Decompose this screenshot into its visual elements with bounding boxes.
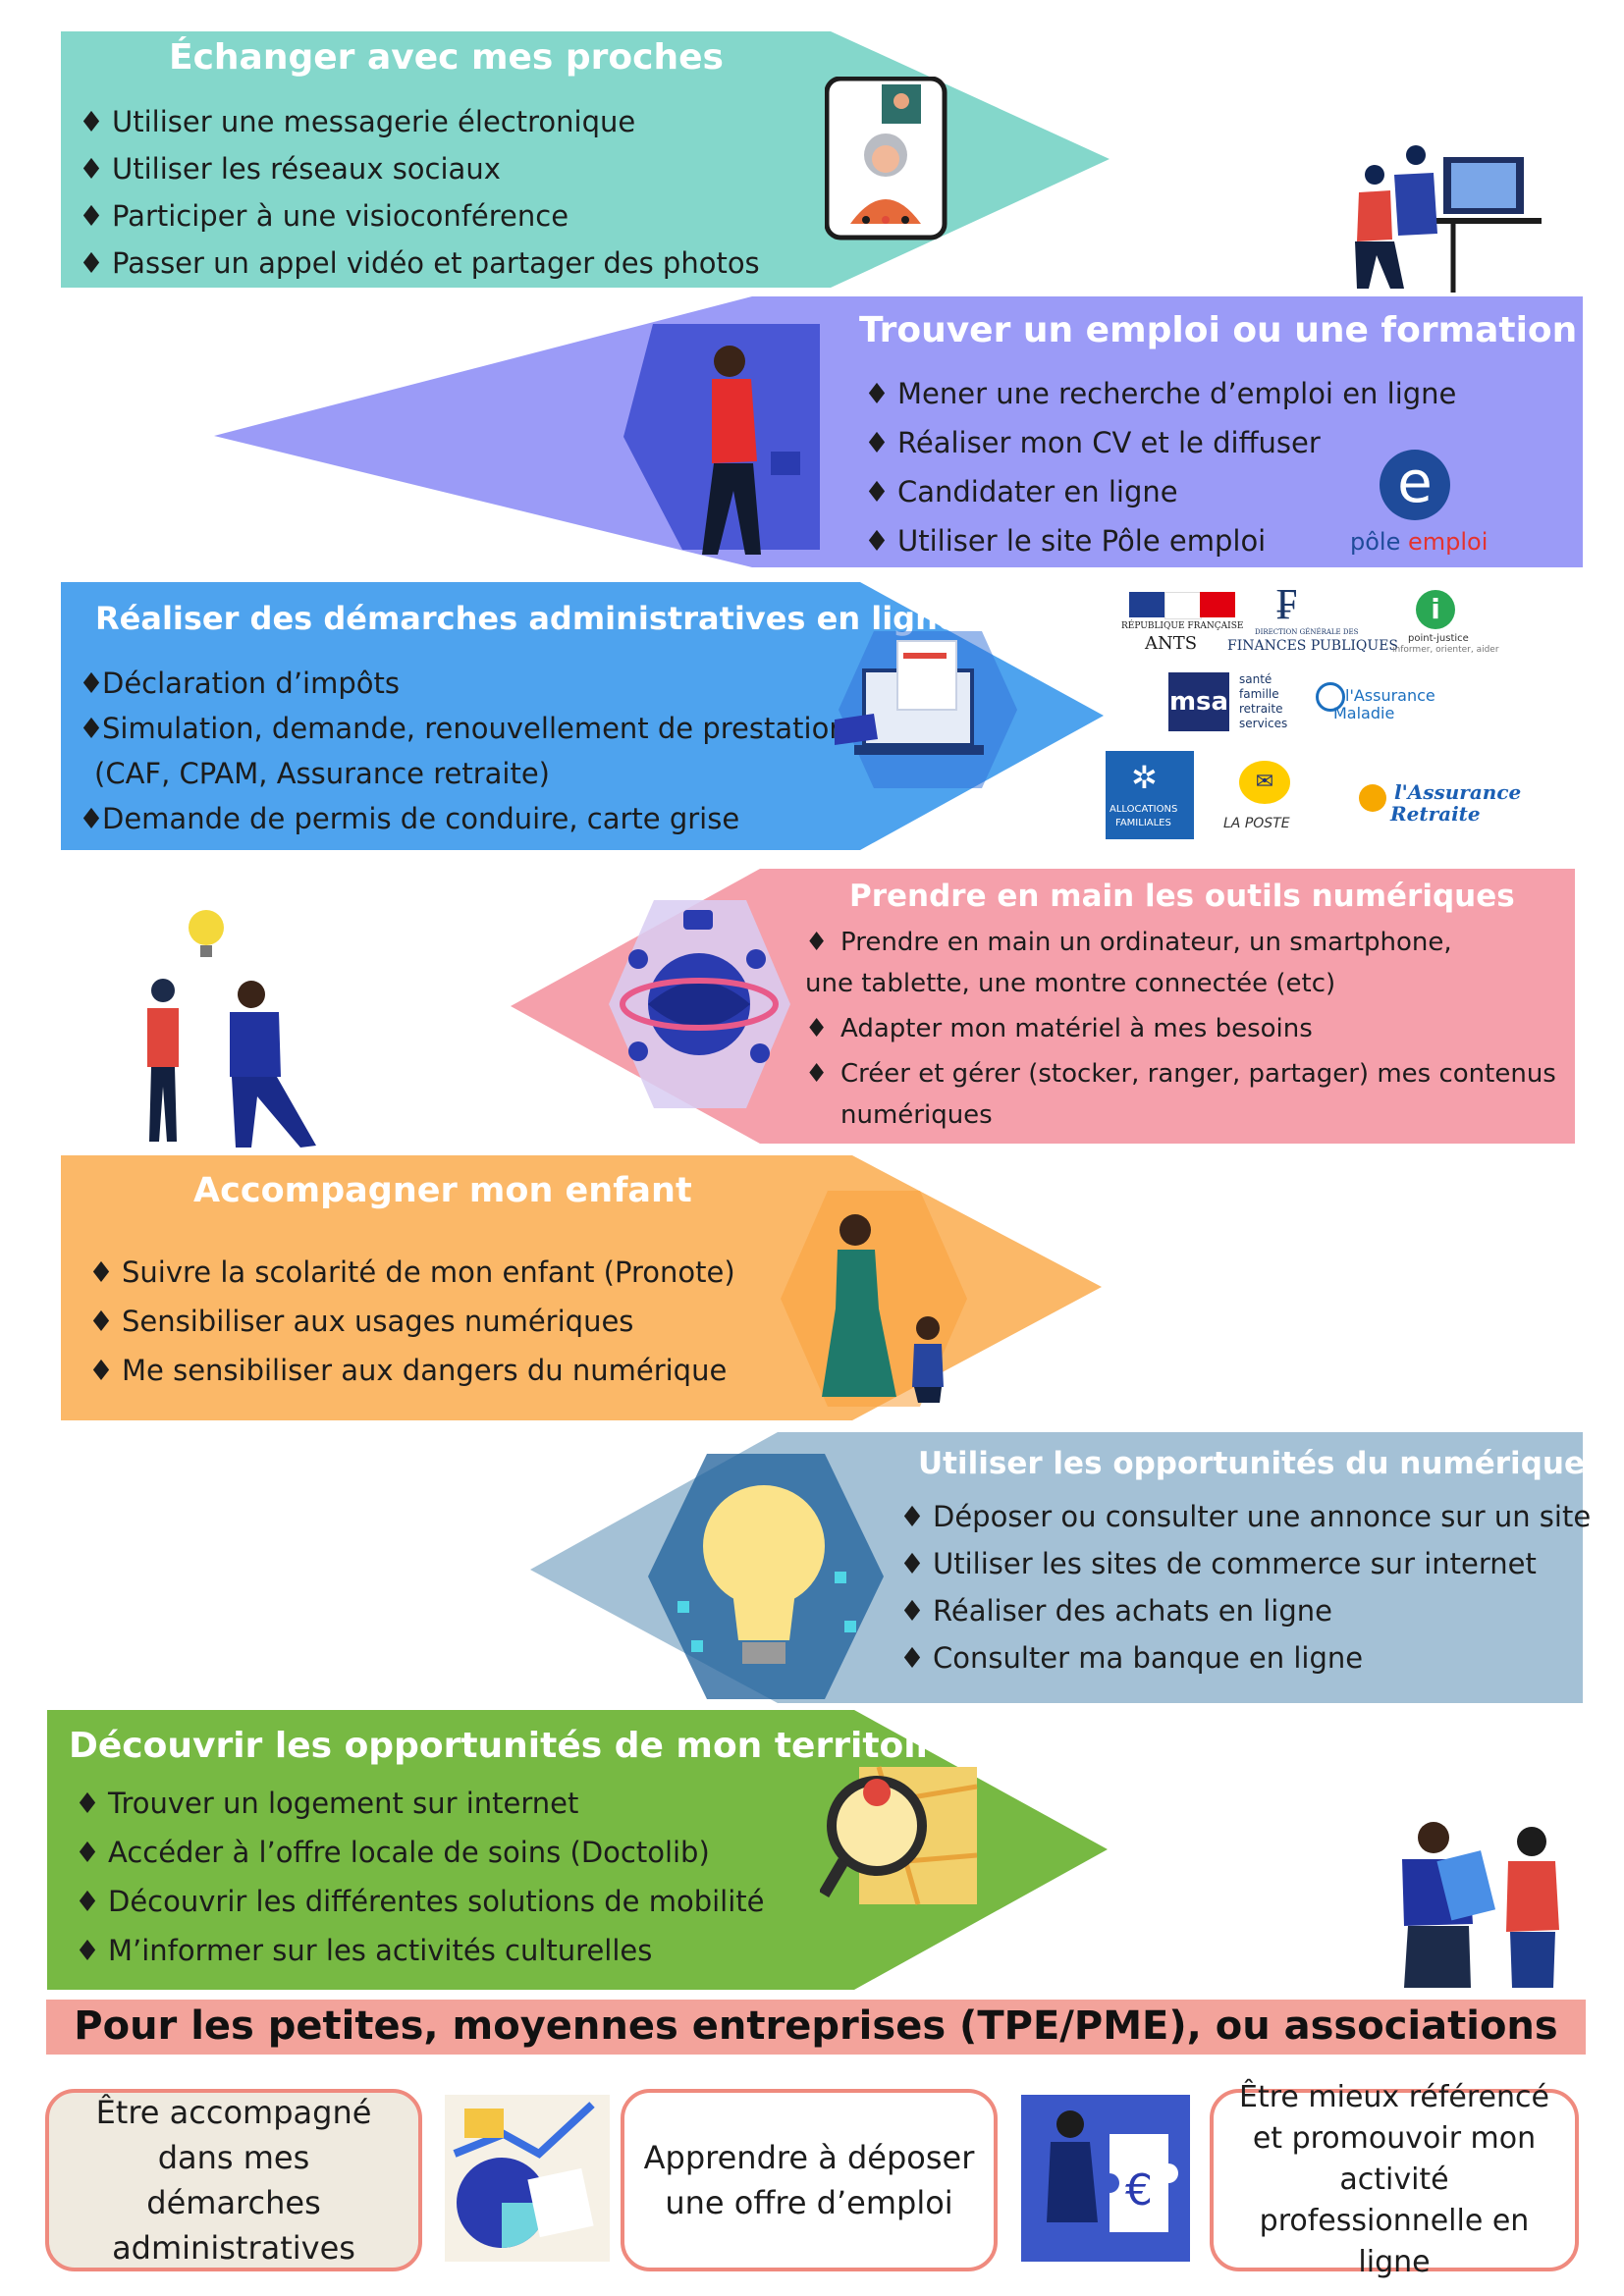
list-item: Réaliser mon CV et le diffuser bbox=[864, 418, 1456, 467]
section-items: Trouver un logement sur internet Accéder… bbox=[75, 1779, 765, 1975]
footer-banner: Pour les petites, moyennes entreprises (… bbox=[46, 2000, 1586, 2055]
section-enfant: Accompagner mon enfant Suivre la scolari… bbox=[0, 1153, 1624, 1428]
section-banner-shape bbox=[511, 869, 1575, 1144]
footer-banner-text: Pour les petites, moyennes entreprises (… bbox=[74, 2003, 1558, 2049]
list-item: ♦Adapter mon matériel à mes besoins bbox=[805, 1014, 1313, 1043]
section-items: Utiliser une messagerie électronique Uti… bbox=[79, 98, 760, 287]
section-title: Utiliser les opportunités du numérique bbox=[918, 1446, 1585, 1481]
assurance-maladie-logo: l'Assurance Maladie bbox=[1316, 680, 1443, 729]
list-item-continued: numériques bbox=[840, 1100, 993, 1130]
list-item: Utiliser les sites de commerce sur inter… bbox=[899, 1540, 1591, 1587]
footer-box-administratif: Être accompagné dans mes démarches admin… bbox=[45, 2089, 422, 2271]
pole-emploi-e-icon: e bbox=[1380, 450, 1450, 520]
people-at-computer-illustration bbox=[1355, 145, 1542, 293]
section-opportunites: Utiliser les opportunités du numérique D… bbox=[0, 1428, 1624, 1708]
list-item: Sensibiliser aux usages numériques bbox=[88, 1297, 735, 1346]
section-demarches: Réaliser des démarches administratives e… bbox=[0, 574, 1624, 859]
list-item: Mener une recherche d’emploi en ligne bbox=[864, 369, 1456, 418]
list-item-continued: une tablette, une montre connectée (etc) bbox=[805, 969, 1336, 998]
idea-conversation-people-illustration bbox=[147, 910, 316, 1148]
section-title: Prendre en main les outils numériques bbox=[849, 879, 1515, 914]
list-item: Demande de permis de conduire, carte gri… bbox=[79, 796, 862, 841]
section-items: Suivre la scolarité de mon enfant (Prono… bbox=[88, 1248, 735, 1395]
section-items: Mener une recherche d’emploi en ligne Ré… bbox=[864, 369, 1456, 565]
section-title: Réaliser des démarches administratives e… bbox=[95, 600, 959, 637]
people-with-tablet-illustration bbox=[1402, 1822, 1559, 1988]
caf-logo: ✲ ALLOCATIONS FAMILIALES bbox=[1106, 751, 1194, 839]
ants-logo: RÉPUBLIQUE FRANÇAISE ANTS bbox=[1121, 592, 1249, 661]
section-items: Déposer ou consulter une annonce sur un … bbox=[899, 1493, 1591, 1682]
mother-and-child-illustration bbox=[781, 1191, 967, 1407]
list-item: Passer un appel vidéo et partager des ph… bbox=[79, 240, 760, 287]
list-item: ♦Créer et gérer (stocker, ranger, partag… bbox=[805, 1059, 1556, 1089]
euro-puzzle-illustration: € bbox=[1021, 2095, 1190, 2262]
section-title: Échanger avec mes proches bbox=[169, 37, 724, 78]
section-territoire: Découvrir les opportunités de mon territ… bbox=[0, 1708, 1624, 1993]
section-outils: Prendre en main les outils numériques ♦P… bbox=[0, 859, 1624, 1153]
list-item: Trouver un logement sur internet bbox=[75, 1779, 765, 1828]
section-title: Découvrir les opportunités de mon territ… bbox=[69, 1726, 957, 1766]
section-items: Déclaration d’impôts Simulation, demande… bbox=[79, 661, 862, 841]
pole-emploi-logo: e pôle emploi bbox=[1350, 450, 1488, 560]
list-item: Simulation, demande, renouvellement de p… bbox=[79, 706, 862, 796]
admin-form-laptop-illustration bbox=[835, 631, 1017, 788]
msa-logo: msa santé famille retraite services bbox=[1168, 672, 1288, 731]
list-item: Utiliser les réseaux sociaux bbox=[79, 145, 760, 192]
walking-man-illustration bbox=[623, 324, 820, 555]
point-justice-logo: i point-justice informer, orienter, aide… bbox=[1386, 590, 1504, 659]
section-title: Trouver un emploi ou une formation bbox=[859, 310, 1578, 350]
list-item: Me sensibiliser aux dangers du numérique bbox=[88, 1346, 735, 1395]
section-title: Accompagner mon enfant bbox=[193, 1171, 692, 1210]
list-item: Participer à une visioconférence bbox=[79, 192, 760, 240]
la-poste-logo: ✉ LA POSTE bbox=[1218, 761, 1316, 839]
assurance-retraite-logo: l'Assurance Retraite bbox=[1335, 761, 1522, 839]
list-item: Réaliser des achats en ligne bbox=[899, 1587, 1591, 1634]
list-item: Candidater en ligne bbox=[864, 467, 1456, 516]
list-item: Suivre la scolarité de mon enfant (Prono… bbox=[88, 1248, 735, 1297]
list-item: Déclaration d’impôts bbox=[79, 661, 862, 706]
list-item: Déposer ou consulter une annonce sur un … bbox=[899, 1493, 1591, 1540]
pole-emploi-wordmark: pôle emploi bbox=[1350, 528, 1489, 556]
video-call-phone-illustration bbox=[825, 77, 947, 240]
list-item: Consulter ma banque en ligne bbox=[899, 1634, 1591, 1682]
finances-publiques-logo: ₣ DIRECTION GÉNÉRALE DES FINANCES PUBLIQ… bbox=[1227, 579, 1399, 654]
list-item: ♦Prendre en main un ordinateur, un smart… bbox=[805, 928, 1452, 957]
list-item: M’informer sur les activités culturelles bbox=[75, 1926, 765, 1975]
section-items: ♦Prendre en main un ordinateur, un smart… bbox=[805, 922, 1556, 1136]
section-echanger: Échanger avec mes proches Utiliser une m… bbox=[0, 0, 1624, 294]
growth-chart-illustration bbox=[445, 2095, 610, 2262]
section-emploi: Trouver un emploi ou une formation Mener… bbox=[0, 294, 1624, 574]
list-item: Découvrir les différentes solutions de m… bbox=[75, 1877, 765, 1926]
footer-box-offre-emploi: Apprendre à déposer une offre d’emploi bbox=[621, 2089, 998, 2271]
lightbulb-illustration bbox=[648, 1454, 884, 1699]
footer-box-referencement: Être mieux référencé et promouvoir mon a… bbox=[1210, 2080, 1579, 2279]
digital-globe-illustration bbox=[609, 900, 790, 1108]
map-magnifier-illustration bbox=[820, 1766, 978, 1905]
list-item: Utiliser le site Pôle emploi bbox=[864, 516, 1456, 565]
svg-text:€: € bbox=[1125, 2165, 1153, 2216]
list-item: Utiliser une messagerie électronique bbox=[79, 98, 760, 145]
list-item: Accéder à l’offre locale de soins (Docto… bbox=[75, 1828, 765, 1877]
